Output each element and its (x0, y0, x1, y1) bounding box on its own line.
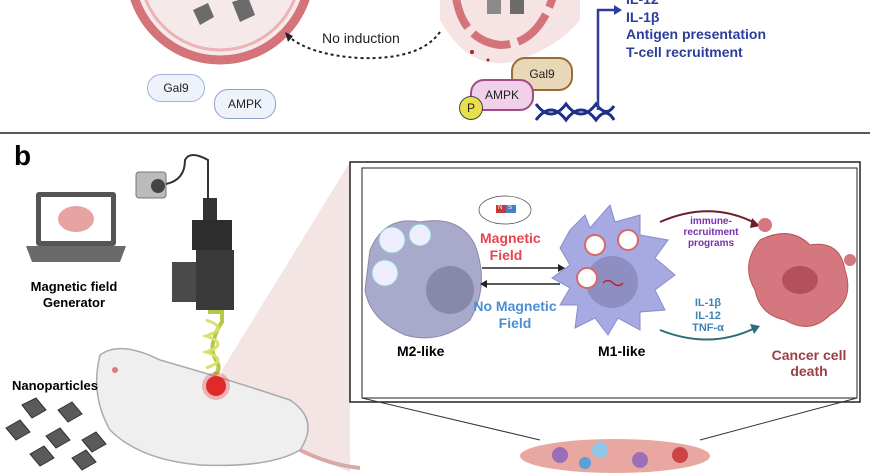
immune-programs-line2: recruitment (683, 227, 739, 238)
m1-macrophage (551, 203, 676, 336)
m2-like-label: M2-like (397, 343, 445, 359)
nanoparticle-cubes (5, 397, 107, 471)
output-antigen: Antigen presentation (626, 26, 767, 42)
cytokine-il12: IL-12 (695, 309, 721, 322)
tumor-tissue (520, 439, 710, 473)
magnetic-field-line2: Field (489, 247, 523, 263)
generator-label-line2: Generator (42, 295, 106, 310)
ampk-badge-left: AMPK (214, 89, 276, 119)
gal9-badge-right: Gal9 (511, 57, 573, 91)
magnetic-field-label: Magnetic Field (480, 230, 541, 264)
magnet-south: S (508, 205, 513, 211)
cytokine-arrow (659, 327, 756, 341)
panel-label-b: b (14, 140, 32, 171)
cytokine-il1b: IL-1β (694, 297, 722, 309)
magnet-icon (478, 195, 532, 225)
right-endosome-ruptured (440, 0, 580, 64)
cancer-death-label: Cancer cell death (764, 347, 854, 379)
gal9-badge-left: Gal9 (147, 74, 205, 102)
left-endosome (130, 0, 310, 65)
immune-programs-line3: programs (687, 238, 735, 249)
immune-programs-line1: immune- (690, 216, 732, 227)
ampk-badge-right: AMPK (470, 79, 534, 111)
no-magnetic-field-label: No Magnetic Field (470, 298, 560, 332)
no-magnetic-field-line1: No Magnetic (473, 298, 557, 314)
magnetic-field-line1: Magnetic (480, 230, 541, 246)
mouse-icon (95, 347, 361, 470)
cytokine-tnfa: TNF-α (692, 322, 724, 334)
cancer-cell (748, 218, 856, 327)
output-tcell: T-cell recruitment (626, 43, 743, 60)
m2-macrophage (364, 220, 482, 339)
output-il1b: IL-1β (626, 8, 660, 25)
cancer-death-line2: death (790, 363, 828, 379)
output-il12: IL-12 (626, 0, 766, 9)
magnet-north: N (498, 205, 503, 211)
magnetic-generator-device (135, 154, 234, 377)
m1-like-label: M1-like (598, 343, 646, 359)
immune-programs-label: immune- recruitment programs (680, 216, 742, 249)
dna-icon (534, 101, 616, 123)
no-magnetic-field-line2: Field (498, 315, 532, 331)
cytokine-list: IL-1β IL-12 TNF-α (688, 297, 728, 335)
generator-label-line1: Magnetic field (30, 279, 118, 294)
no-induction-arrow (287, 31, 441, 60)
generator-label: Magnetic field Generator (28, 279, 120, 311)
no-induction-label: No induction (322, 30, 400, 46)
output-list: IL-12 IL-1β Antigen presentation T-cell … (626, 0, 766, 61)
cancer-death-line1: Cancer cell (771, 347, 847, 363)
immune-arrow (659, 210, 756, 224)
laptop-icon (26, 192, 126, 262)
transcription-arrow (596, 8, 614, 110)
nanoparticles-label: Nanoparticles (12, 378, 98, 393)
phospho-badge: P (459, 96, 483, 120)
